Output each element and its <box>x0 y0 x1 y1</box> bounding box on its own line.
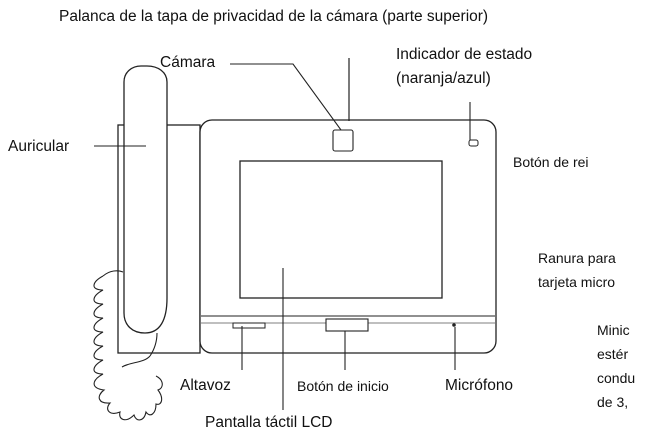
label-home-button: Botón de inicio <box>297 378 389 394</box>
label-microsd-line1: Ranura para <box>538 250 616 266</box>
microphone-hole <box>452 323 456 327</box>
status-indicator <box>468 139 479 147</box>
leader-lines <box>94 63 471 410</box>
home-button <box>325 318 369 332</box>
label-reset-button: Botón de rei <box>513 154 589 170</box>
label-handset: Auricular <box>8 138 70 155</box>
label-speaker: Altavoz <box>180 377 231 394</box>
label-camera: Cámara <box>160 54 216 71</box>
label-minijack-line2: estér <box>597 346 629 362</box>
label-lcd: Pantalla táctil LCD <box>205 414 333 431</box>
camera-housing <box>332 129 354 152</box>
speaker-grille <box>232 322 266 329</box>
label-minijack-line3: condu <box>597 370 636 386</box>
label-microsd-line2: tarjeta micro <box>538 274 616 290</box>
lcd-screen <box>239 160 443 299</box>
handset <box>123 65 168 334</box>
label-minijack-line4: de 3, <box>597 394 629 410</box>
label-camera-lever: Palanca de la tapa de privacidad de la c… <box>59 8 489 25</box>
label-status-line2: (naranja/azul) <box>396 70 491 87</box>
coiled-cord <box>93 270 163 421</box>
label-microphone: Micrófono <box>445 377 514 394</box>
label-status-line1: Indicador de estado <box>396 46 533 63</box>
label-minijack-line1: Minic <box>597 322 630 338</box>
